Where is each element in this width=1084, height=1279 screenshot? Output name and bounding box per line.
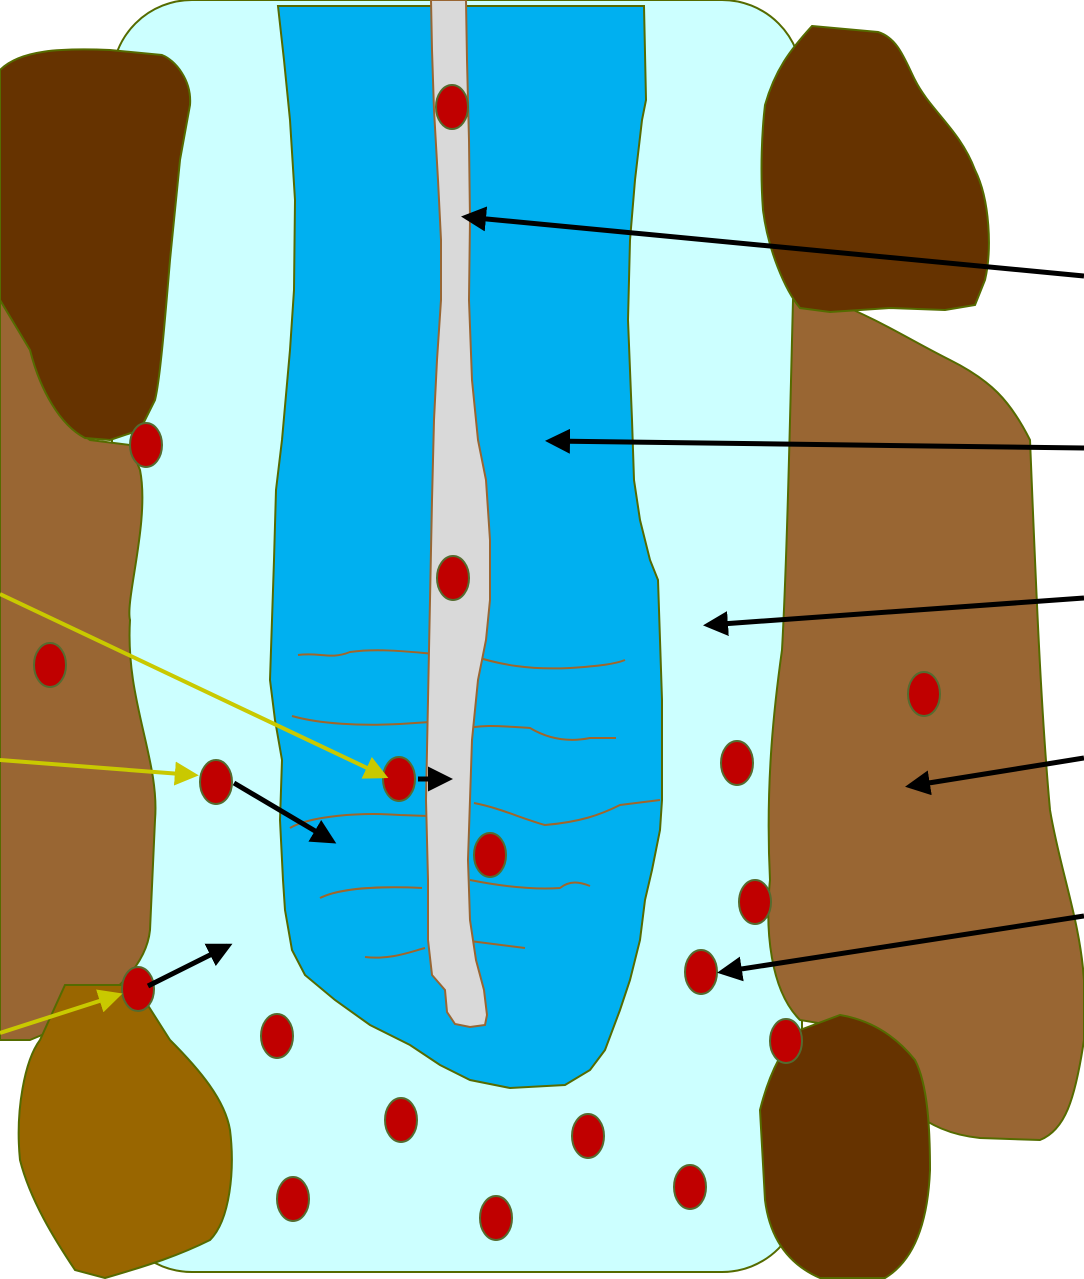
microbe-dot [122,967,154,1011]
microbe-dot [770,1019,802,1063]
microbe-dot [739,880,771,924]
microbe-dot [436,85,468,129]
microbe-dot [474,833,506,877]
microbe-dot [200,760,232,804]
microbe-dot [261,1014,293,1058]
microbe-dot [130,423,162,467]
microbe-dot [721,741,753,785]
microbe-dot [385,1098,417,1142]
microbe-dot [908,672,940,716]
microbe-dot [34,643,66,687]
microbe-dot [277,1177,309,1221]
microbe-dot [685,950,717,994]
microbe-dot [437,556,469,600]
microbe-dot [674,1165,706,1209]
microbe-dot [480,1196,512,1240]
soil-particle-right-dark-top [762,26,989,312]
microbe-dot [572,1114,604,1158]
microbe-dot [383,757,415,801]
soil-particle-right-light [768,300,1084,1140]
